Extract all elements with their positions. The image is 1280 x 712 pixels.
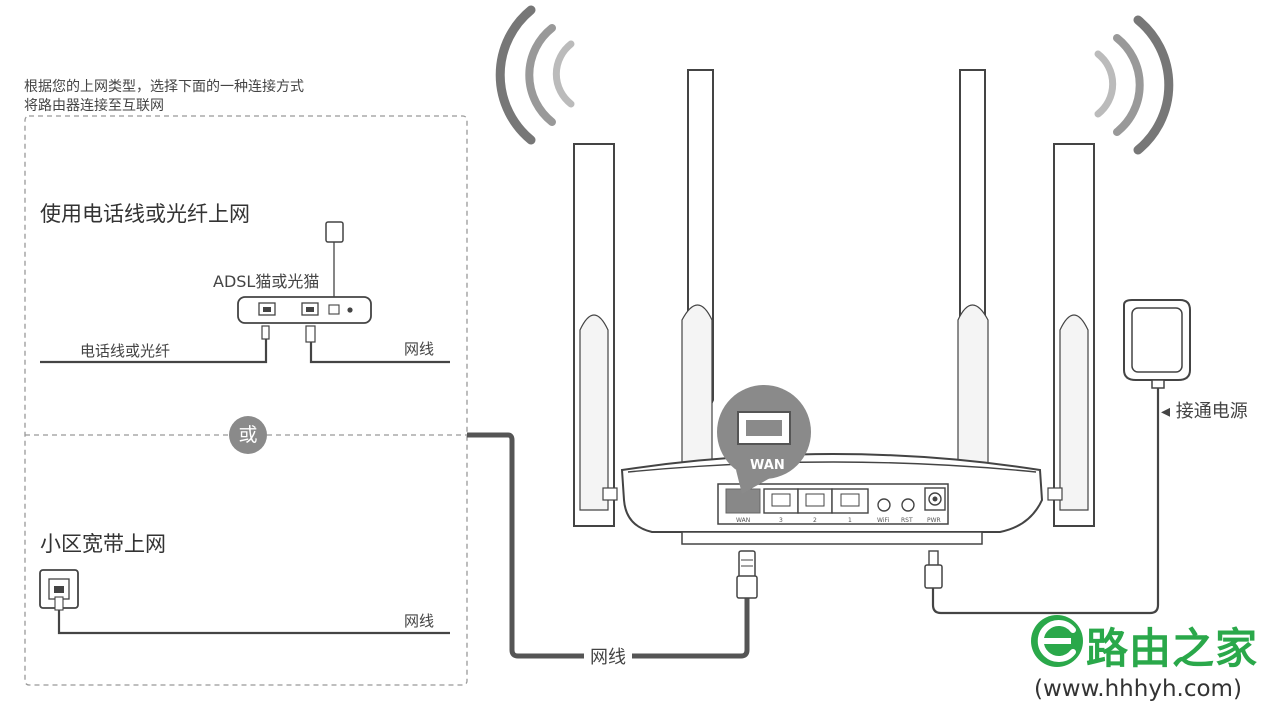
modem-cable-label: 网线 <box>404 340 435 358</box>
port-label-rst: RST <box>901 517 913 524</box>
intro-line-2: 将路由器连接至互联网 <box>24 98 164 114</box>
power-adapter-icon <box>1123 299 1191 389</box>
port-label-wan: WAN <box>736 517 751 524</box>
port-label-3: 3 <box>779 517 783 524</box>
watermark-url: (www.hhhyh.com) <box>1034 676 1242 702</box>
phone-line-label: 电话线或光纤 <box>80 342 171 360</box>
power-label: ◂ 接通电源 <box>1161 401 1248 422</box>
wifi-signal-right-icon <box>1094 15 1174 155</box>
power-adapter-small <box>325 221 344 297</box>
router-antennas <box>573 69 1095 527</box>
power-cable <box>931 385 1160 615</box>
wifi-signal-left-icon <box>495 5 575 145</box>
or-badge: 或 <box>229 416 267 454</box>
port-label-1: 1 <box>848 517 852 524</box>
port-label-pwr: PWR <box>927 517 941 524</box>
adsl-modem-icon <box>237 296 372 324</box>
watermark-name: 路由之家 <box>1086 624 1259 673</box>
port-label-wifi: WiFi <box>877 517 890 524</box>
router-power-plug <box>924 550 943 589</box>
main-network-cable <box>467 432 750 659</box>
broadband-cable-label: 网线 <box>404 612 435 630</box>
wall-socket-icon <box>39 569 450 635</box>
port-label-2: 2 <box>813 517 817 524</box>
broadband-option-title: 小区宽带上网 <box>40 532 166 556</box>
wan-port-callout <box>717 385 811 494</box>
brand-logo-icon <box>1031 615 1083 667</box>
modem-label: ADSL猫或光猫 <box>213 272 320 291</box>
options-panel <box>24 115 468 686</box>
wan-callout-label: WAN <box>750 458 785 473</box>
phone-line-plug <box>40 325 270 364</box>
modem-network-plug <box>305 325 450 364</box>
intro-line-1: 根据您的上网类型，选择下面的一种连接方式 <box>24 79 304 95</box>
main-cable-label: 网线 <box>584 643 632 669</box>
phone-option-title: 使用电话线或光纤上网 <box>40 202 250 226</box>
router-network-plug <box>736 550 758 599</box>
